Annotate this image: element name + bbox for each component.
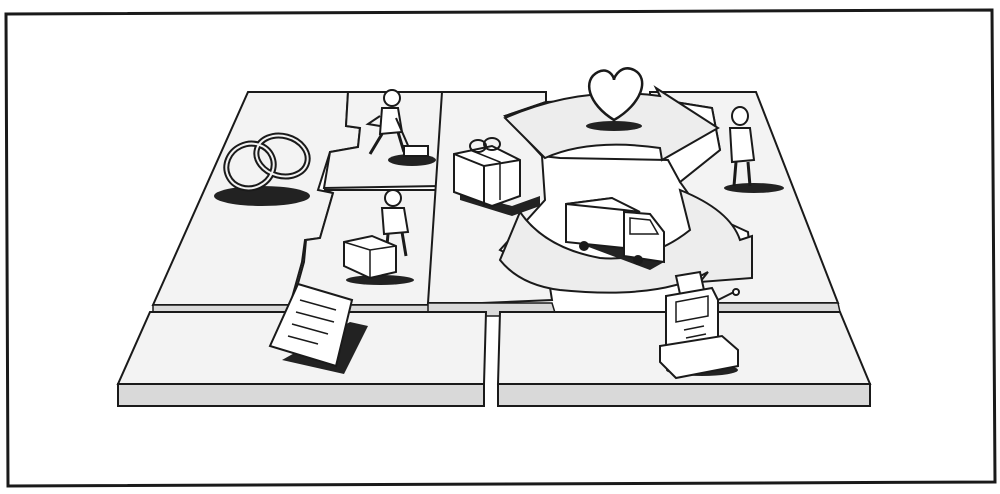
gift-box-icon	[453, 137, 540, 216]
invoice-document-icon	[268, 282, 368, 374]
channels-arrow	[498, 188, 753, 294]
outer-frame	[4, 8, 997, 488]
person-with-boxes-icon	[343, 189, 414, 285]
person-vacuuming-icon	[365, 89, 436, 166]
interlocked-rings-icon	[214, 132, 311, 206]
heart-icon	[586, 67, 644, 131]
standing-person-icon	[724, 106, 784, 193]
cash-register-icon	[659, 270, 740, 380]
delivery-truck-icon	[565, 196, 665, 270]
